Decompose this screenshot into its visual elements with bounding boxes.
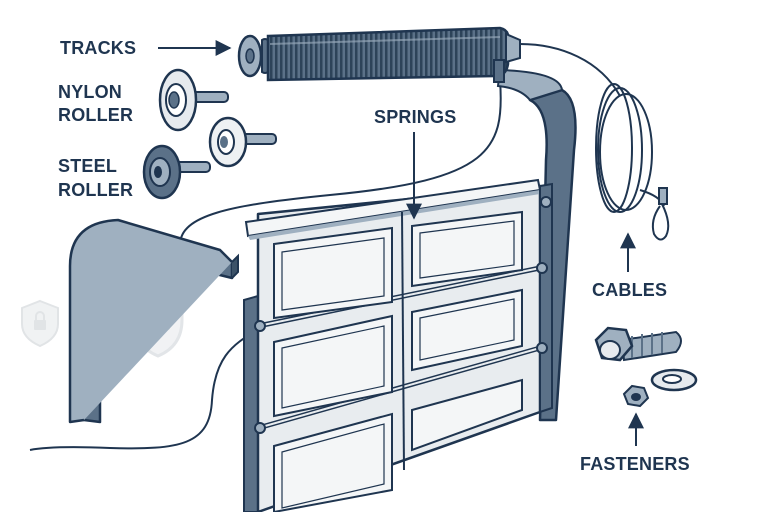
nylon-roller <box>158 68 229 132</box>
steel-roller <box>142 144 211 200</box>
label-nylon-roller-line1: NYLON <box>58 82 122 102</box>
torsion-spring <box>237 26 521 83</box>
coiled-cable <box>519 43 670 241</box>
lower-cable <box>29 329 259 451</box>
curved-track <box>68 218 239 424</box>
label-nylon-roller-line2: ROLLER <box>58 105 133 125</box>
small-roller <box>208 116 277 168</box>
label-steel-roller-line1: STEEL <box>58 156 117 176</box>
label-springs: SPRINGS <box>374 107 456 127</box>
label-fasteners: FASTENERS <box>580 454 690 474</box>
fasteners <box>594 326 698 408</box>
label-cables: CABLES <box>592 280 667 300</box>
shield-lock-icon <box>21 299 59 348</box>
label-steel-roller-line2: ROLLER <box>58 180 133 200</box>
garage-door <box>243 178 553 512</box>
wire <box>179 79 502 246</box>
label-tracks: TRACKS <box>60 38 136 58</box>
